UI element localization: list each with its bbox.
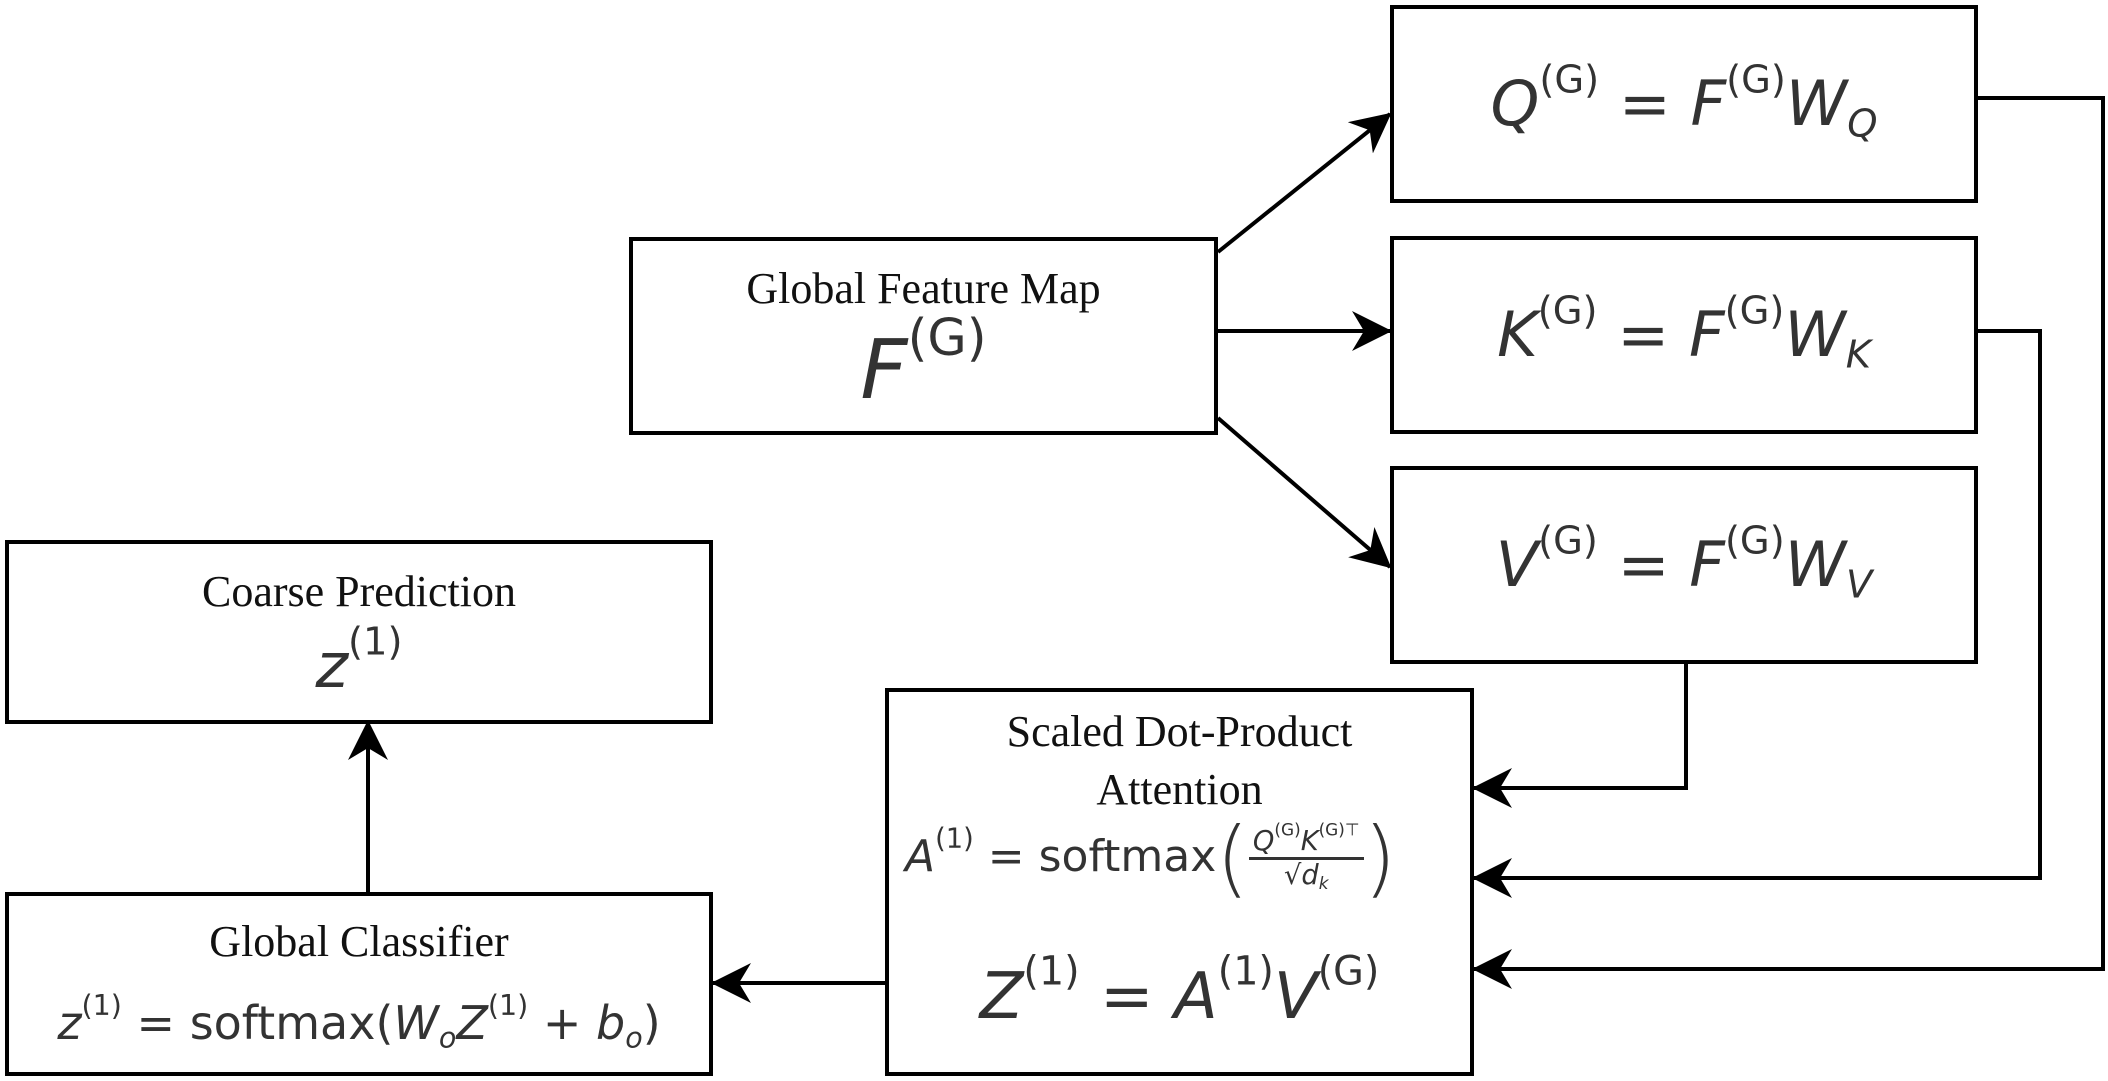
coarse-prediction-symbol: z(1): [315, 619, 403, 702]
attention-title-line2: Attention: [1096, 765, 1263, 814]
arrow-f-to-v: [1216, 416, 1392, 569]
arrow-q-to-attention: [1472, 96, 2105, 989]
attention-weights-equation: A(1) = softmax(Q(G)K(G)⊤√dk): [905, 809, 1397, 907]
global-feature-map-box: Global Feature Map F(G): [629, 237, 1218, 435]
coarse-prediction-title: Coarse Prediction: [201, 567, 517, 616]
global-feature-map-symbol: F(G): [860, 307, 987, 418]
value-projection-box: V(G) = F(G)WV: [1390, 466, 1978, 664]
arrow-k-to-attention: [1472, 329, 2042, 898]
attention-output-equation: Z(1) = A(1)V(G): [979, 948, 1380, 1034]
query-equation: Q(G) = F(G)WQ: [1490, 57, 1878, 147]
global-classifier-title: Global Classifier: [209, 917, 509, 966]
value-equation: V(G) = F(G)WV: [1495, 518, 1873, 608]
arrow-f-to-q: [1216, 112, 1392, 254]
attention-title-line1: Scaled Dot-Product: [1006, 707, 1353, 756]
arrow-v-to-attention: [1472, 662, 1688, 808]
coarse-prediction-box: Coarse Prediction z(1): [5, 540, 713, 724]
query-projection-box: Q(G) = F(G)WQ: [1390, 5, 1978, 203]
key-equation: K(G) = F(G)WK: [1497, 288, 1871, 378]
attention-box: Scaled Dot-Product Attention A(1) = soft…: [885, 688, 1474, 1076]
global-classifier-equation: z(1) = softmax(WoZ(1) + bo): [57, 988, 661, 1055]
key-projection-box: K(G) = F(G)WK: [1390, 236, 1978, 434]
global-classifier-box: Global Classifier z(1) = softmax(WoZ(1) …: [5, 892, 713, 1076]
attention-fraction: Q(G)K(G)⊤√dk: [1248, 821, 1364, 892]
global-feature-map-title: Global Feature Map: [746, 264, 1101, 313]
